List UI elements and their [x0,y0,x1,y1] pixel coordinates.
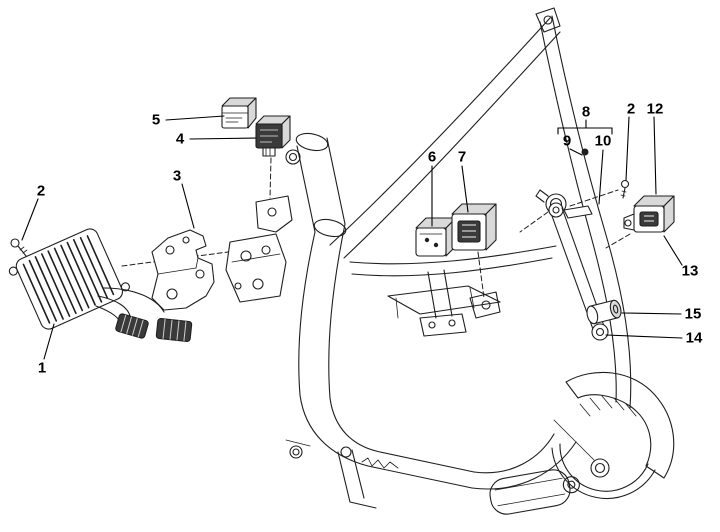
callout-9: 9 [562,132,572,150]
muffler [489,469,580,515]
relay-5 [221,97,257,129]
callout-3: 3 [172,167,182,185]
callout-4: 4 [175,130,185,148]
callout-1: 1 [37,359,47,377]
voltage-regulator [8,228,229,342]
callout-10: 10 [594,132,612,150]
bushing-15 [586,299,622,325]
callout-5: 5 [151,111,161,129]
center-stand [337,446,399,509]
callout-6: 6 [427,148,437,166]
regulator-connector-b [155,318,193,342]
relay-4 [255,115,291,199]
mounting-bracket [151,229,215,311]
relay-13 [605,195,675,249]
callout-14: 14 [685,329,703,347]
callout-13: 13 [681,262,699,280]
callout-7: 7 [457,148,467,166]
rear-fender [565,371,675,479]
regulator-connector-a [115,313,149,339]
steering-head [285,132,347,238]
screw-2-right [620,179,630,199]
clamp-9-10 [519,148,619,233]
leader-lines [21,115,683,360]
callout-2-left: 2 [36,182,46,200]
relay-mount-bracket [255,195,293,233]
callout-8: 8 [581,103,591,121]
rear-wheel [551,419,656,499]
relay-7 [451,203,497,299]
relay67-mount-plate [469,291,501,319]
relay-6 [415,217,457,257]
regulator-mount-plate [225,233,287,303]
callout-2-right: 2 [626,100,636,118]
screw-2-left [10,238,28,257]
callout-15: 15 [684,305,702,323]
callout-12: 12 [646,100,664,118]
scooter-frame [225,7,675,515]
